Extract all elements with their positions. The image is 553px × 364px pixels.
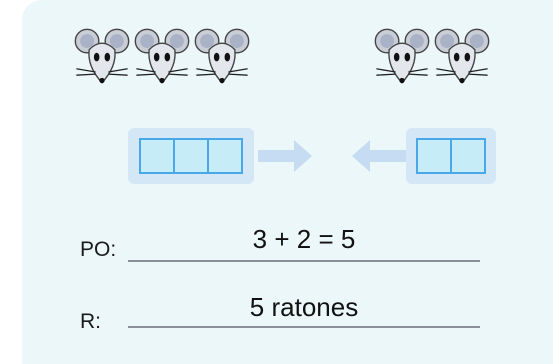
right-mice-group: [372, 24, 492, 88]
left-mice-group: [72, 24, 252, 88]
r-answer: 5 ratones: [249, 292, 359, 322]
count-cell[interactable]: [139, 138, 175, 174]
mouse-icon: [134, 28, 190, 84]
count-cell[interactable]: [450, 138, 486, 174]
count-cell[interactable]: [173, 138, 209, 174]
mouse-icon: [434, 28, 490, 84]
arrow-left-icon: [352, 140, 406, 172]
po-answer-line[interactable]: [128, 260, 480, 262]
po-answer: 3 + 2 = 5: [252, 224, 356, 254]
mouse-icon: [74, 28, 130, 84]
count-cell[interactable]: [207, 138, 243, 174]
count-cell[interactable]: [416, 138, 452, 174]
mouse-icon: [374, 28, 430, 84]
mouse-icon: [194, 28, 250, 84]
arrow-right-icon: [258, 140, 312, 172]
r-label: R:: [80, 310, 101, 333]
r-answer-line[interactable]: [128, 326, 480, 328]
right-count-boxes: [406, 128, 496, 184]
left-count-boxes: [128, 128, 254, 184]
po-label: PO:: [80, 238, 117, 261]
